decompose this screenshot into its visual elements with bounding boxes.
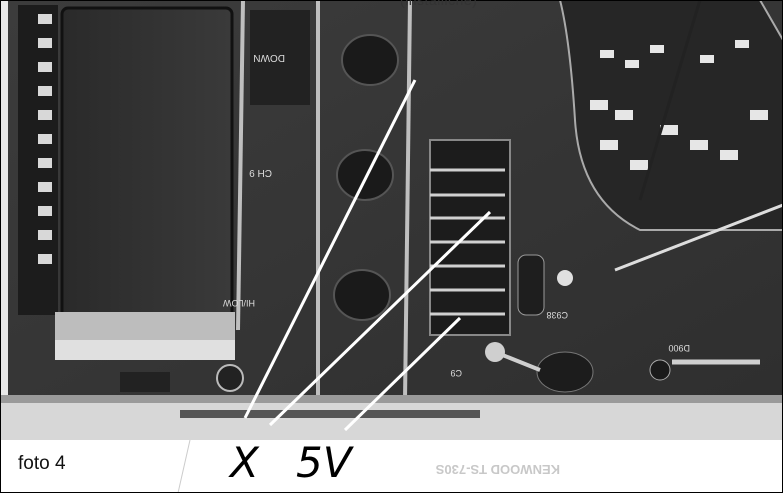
svg-text:C938: C938 — [546, 310, 568, 320]
svg-text:CH 9: CH 9 — [249, 167, 272, 178]
svg-text:DOWN: DOWN — [253, 52, 285, 63]
svg-text:HI/LOW: HI/LOW — [222, 298, 255, 308]
header-fragment: (installiche) — [400, 0, 478, 8]
5v-marker-label: 5V — [296, 438, 352, 487]
pin-header — [429, 139, 511, 336]
svg-text:KENWOOD TS-730S: KENWOOD TS-730S — [435, 462, 560, 477]
lcd-panel — [60, 6, 234, 320]
svg-text:C9: C9 — [450, 368, 462, 378]
photo-caption: foto 4 — [18, 453, 66, 474]
svg-text:D900: D900 — [668, 343, 690, 353]
x-marker-label: X — [230, 438, 259, 487]
